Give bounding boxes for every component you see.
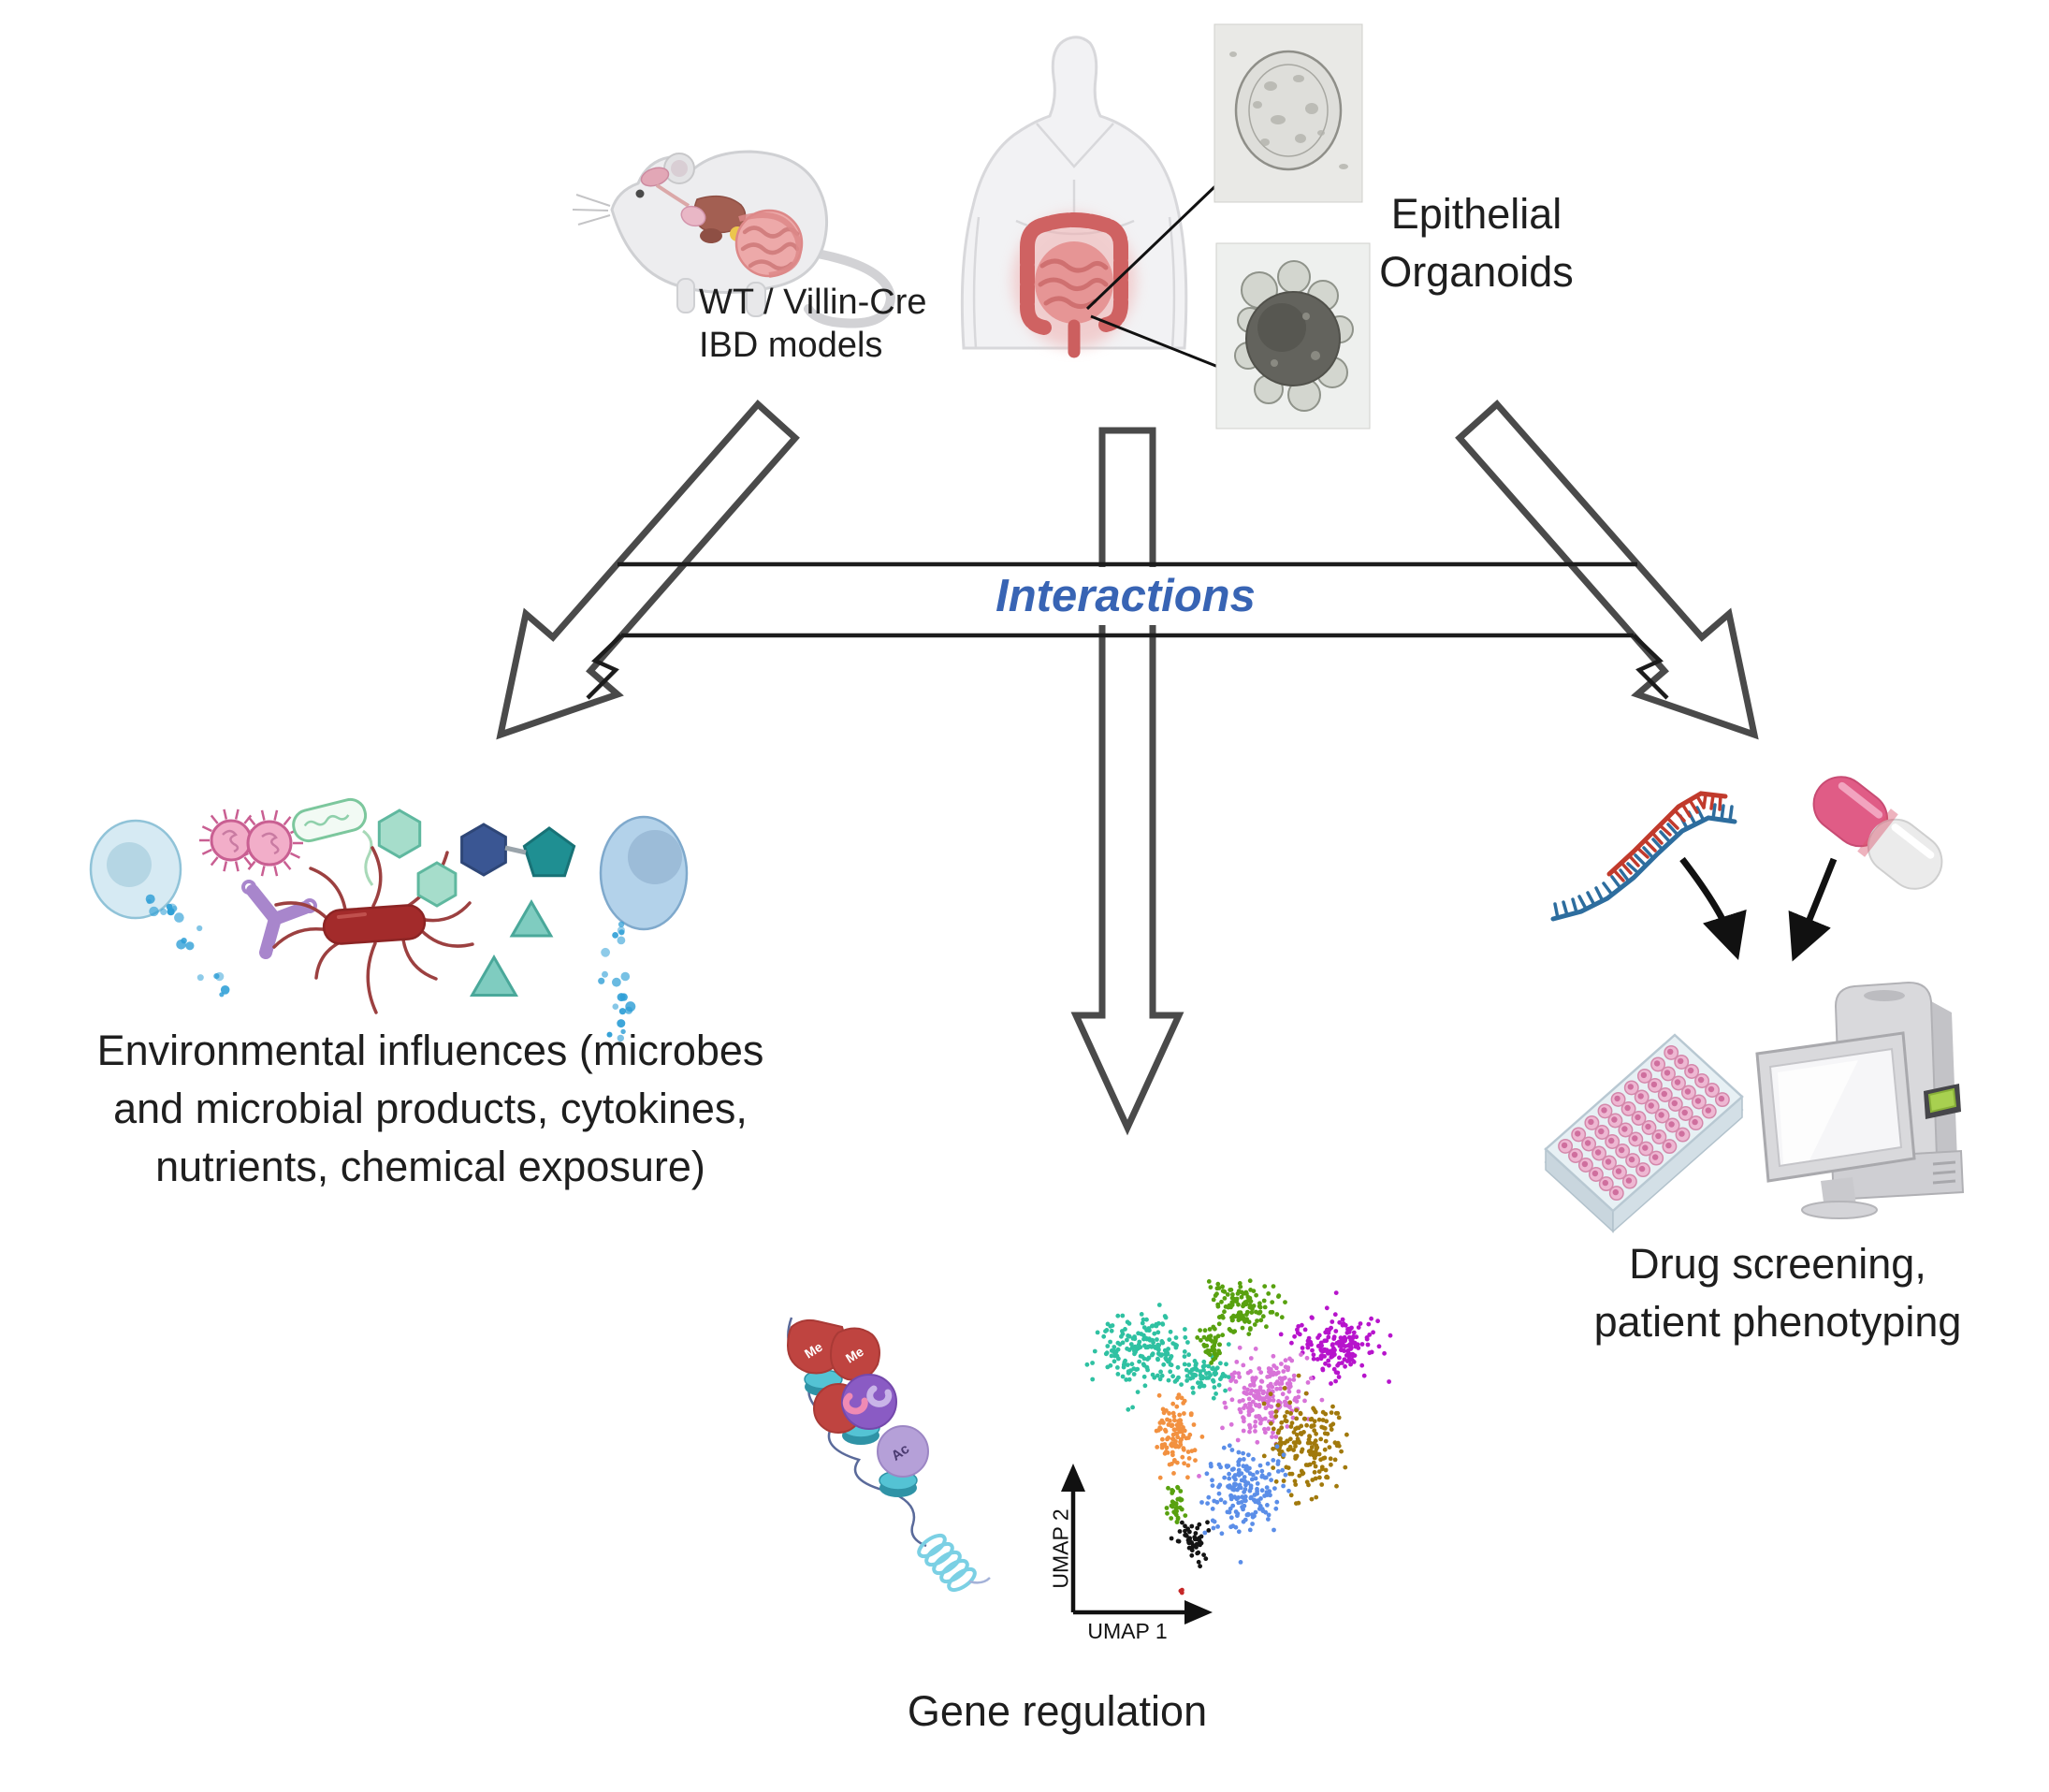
mouse-tail (804, 248, 896, 328)
umap-axes (1061, 1464, 1213, 1624)
flow-arrows (496, 400, 1759, 1136)
bacterium-flagellum (362, 829, 374, 886)
umap-x-axis-label: UMAP 1 (1087, 1619, 1168, 1643)
drug-screening-icons (1544, 776, 1965, 1233)
capsule-bacterium-icon (292, 797, 368, 843)
triangle-particle-icon (470, 954, 518, 997)
mouse-esophagus (655, 183, 690, 208)
mouse-whiskers (572, 194, 611, 226)
organoid-texture (1229, 51, 1348, 169)
purple-protein-pocket-2 (866, 1385, 893, 1407)
secretion-dots (145, 894, 230, 998)
hexagon-molecule-icon (416, 861, 458, 908)
model-label-line2: IBD models (699, 326, 883, 365)
sample-tray (1927, 1087, 1957, 1114)
interactions-band (586, 561, 1669, 700)
capsule-pill-icon (1812, 776, 1943, 890)
mouse-front-leg (676, 278, 695, 313)
small-intestine-coils (1038, 258, 1109, 309)
callout-line-1 (1085, 182, 1220, 311)
screen-glare (1778, 1060, 1858, 1164)
chromatin-nucleosome-icon: Me Me Ac (786, 1317, 991, 1593)
organoid-speckles (1271, 313, 1320, 367)
organoids-label: Epithelial Organoids (1379, 190, 1574, 296)
model-label: WT / Villin-Cre IBD models (699, 281, 927, 367)
y-axis-arrowhead (1061, 1464, 1085, 1492)
dna-coil (917, 1533, 991, 1593)
plate-wells (1558, 1044, 1730, 1202)
plate-reader-icon (1755, 981, 1965, 1219)
mouse-liver-lobe (700, 228, 722, 243)
mouse-eye (635, 189, 645, 198)
umap-points (1084, 1278, 1393, 1595)
mouse-hind-leg (746, 282, 766, 317)
mouse-colon (738, 212, 802, 278)
cell-nucleus (107, 842, 152, 887)
organoid-micrograph-1 (1213, 23, 1363, 203)
gene-regulation-label: Gene regulation (907, 1687, 1208, 1735)
flagellated-rod-bacterium-icon (272, 846, 474, 1014)
acetyl-protein (877, 1425, 929, 1478)
navy-hexagon-icon (460, 823, 507, 877)
environment-label: Environmental influences (microbes and m… (96, 1027, 764, 1190)
environment-icons (89, 797, 689, 1042)
molecule-shapes (377, 809, 576, 997)
arrow-down-center (1070, 427, 1184, 1136)
hexagon-molecule-icon (377, 809, 422, 859)
organoid-core-shade (1257, 303, 1306, 352)
secretion-dots (598, 921, 636, 1042)
x-axis-arrowhead (1184, 1600, 1213, 1624)
arrow-down-left (496, 400, 800, 740)
triangle-particle-icon (509, 899, 554, 938)
cell-nucleus (628, 830, 682, 884)
callout-line-2 (1090, 314, 1219, 369)
lab-mouse-icon (572, 150, 896, 328)
umap-y-axis-label: UMAP 2 (1048, 1508, 1073, 1589)
drug-screening-label: Drug screening, patient phenotyping (1593, 1240, 1962, 1346)
rna-duplex-icon (1550, 791, 1737, 922)
purple-protein-pocket-1 (842, 1392, 868, 1415)
cocci-bacteria-icon (199, 809, 303, 877)
umap-scatter-plot (1061, 1278, 1393, 1624)
curved-down-arrow-right (1788, 857, 1838, 962)
cystic-organoid (1234, 50, 1343, 171)
molecule-bond (504, 845, 527, 855)
interactions-label: Interactions (975, 567, 1276, 625)
model-label-line1: WT / Villin-Cre (699, 283, 927, 322)
human-torso-intestine-icon (960, 36, 1220, 369)
arrow-down-right (1455, 400, 1759, 740)
colon (1020, 212, 1128, 335)
mouse-inner-ear (671, 160, 688, 177)
organoid-micrograph-2 (1215, 242, 1371, 430)
curved-down-arrow-left (1679, 856, 1747, 961)
teal-pentagon-icon (522, 826, 576, 878)
96-well-plate-icon (1544, 1033, 1744, 1233)
mouse-stomach (680, 205, 706, 227)
